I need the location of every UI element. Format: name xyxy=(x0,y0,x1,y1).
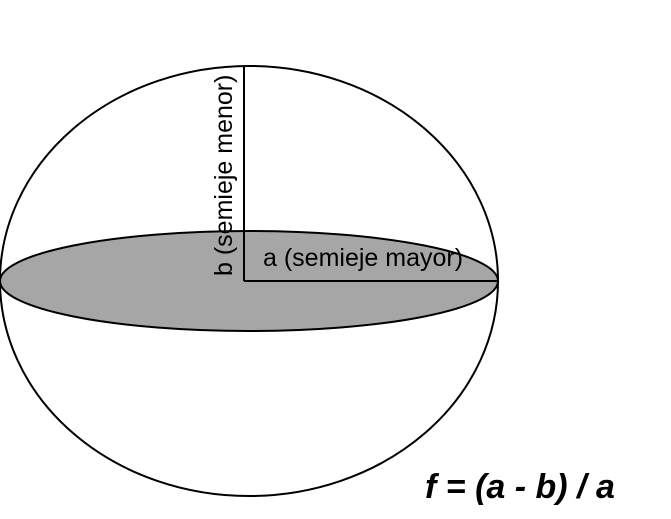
flattening-formula: f = (a - b) / a xyxy=(425,468,615,506)
semi-minor-label: b (semieje menor) xyxy=(210,75,238,276)
semi-major-label: a (semieje mayor) xyxy=(263,244,463,272)
